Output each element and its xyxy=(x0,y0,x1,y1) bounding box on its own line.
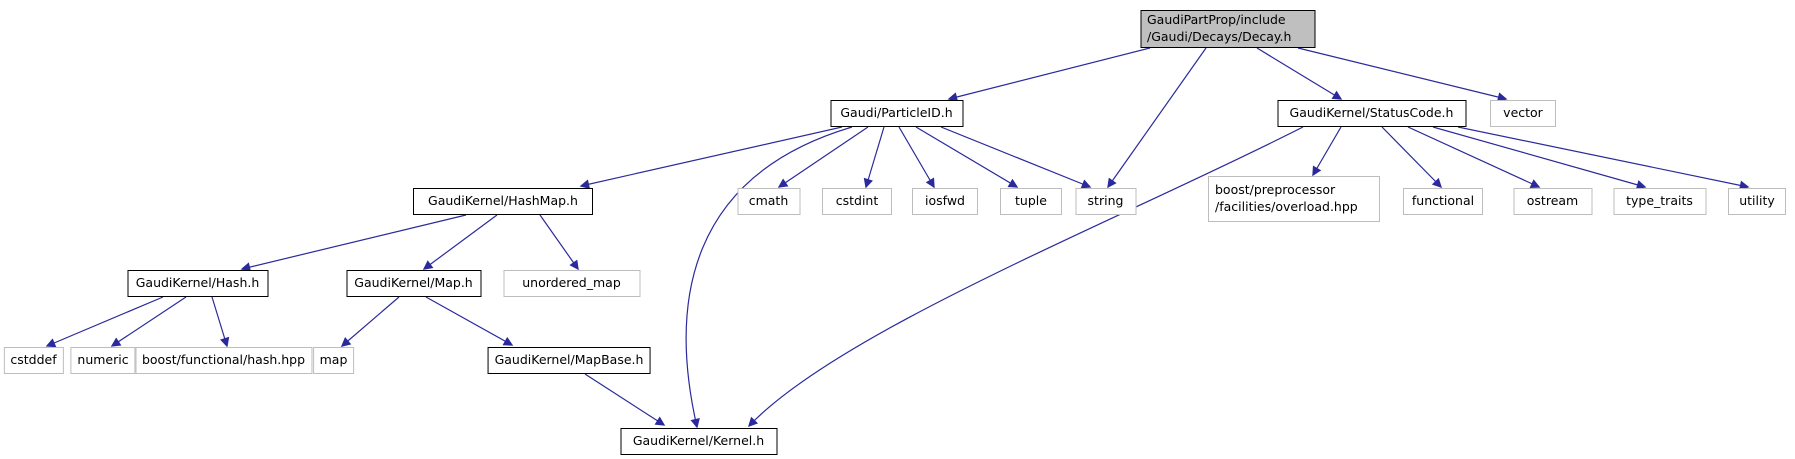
node-label: unordered_map xyxy=(522,275,621,291)
node-statuscode[interactable]: GaudiKernel/StatusCode.h xyxy=(1277,100,1466,127)
edge-particleid-hashmap xyxy=(579,126,843,189)
node-label: /Gaudi/Decays/Decay.h xyxy=(1147,29,1292,44)
node-iosfwd: iosfwd xyxy=(912,188,978,215)
node-label: numeric xyxy=(77,352,129,368)
node-label: Gaudi/ParticleID.h xyxy=(840,105,953,121)
node-label: type_traits xyxy=(1626,193,1693,209)
node-label: cstddef xyxy=(10,352,57,368)
node-label: iosfwd xyxy=(925,193,965,209)
node-label: map xyxy=(319,352,348,368)
edge-particleid-cstdint xyxy=(863,126,885,189)
node-label: utility xyxy=(1739,193,1775,209)
node-decay: GaudiPartProp/include/Gaudi/Decays/Decay… xyxy=(1140,10,1315,48)
edge-statuscode-type_traits xyxy=(1432,126,1647,190)
edge-hashmap-hash xyxy=(240,214,467,272)
edge-hashmap-maph xyxy=(422,214,498,270)
edge-particleid-cmath xyxy=(777,126,869,188)
edge-hashmap-unordered xyxy=(539,214,579,271)
edge-maph-map xyxy=(340,296,400,347)
node-label: boost/preprocessor xyxy=(1215,182,1336,198)
edge-statuscode-ostream xyxy=(1407,126,1541,188)
node-label: boost/functional/hash.hpp xyxy=(141,352,306,368)
edge-hash-boosthash xyxy=(211,296,230,348)
node-maph[interactable]: GaudiKernel/Map.h xyxy=(346,270,481,297)
node-label: GaudiPartProp/include xyxy=(1147,12,1286,28)
node-label: GaudiKernel/Map.h xyxy=(354,275,473,291)
node-label: ostream xyxy=(1526,193,1579,209)
node-label: GaudiKernel/StatusCode.h xyxy=(1289,105,1454,121)
node-utility: utility xyxy=(1728,188,1786,215)
node-label: GaudiKernel/Kernel.h xyxy=(632,433,765,449)
node-unordered: unordered_map xyxy=(503,270,640,297)
edge-hash-numeric xyxy=(110,296,187,347)
node-label: /facilities/overload.hpp xyxy=(1215,199,1358,214)
edge-particleid-string xyxy=(940,126,1092,189)
edge-decay-statuscode xyxy=(1256,47,1343,100)
edge-statuscode-kernel xyxy=(748,126,1304,428)
node-vector: vector xyxy=(1490,100,1556,127)
node-cstdint: cstdint xyxy=(822,188,892,215)
node-label: GaudiKernel/HashMap.h xyxy=(428,193,578,209)
node-ostream: ostream xyxy=(1513,188,1592,215)
node-kernel[interactable]: GaudiKernel/Kernel.h xyxy=(620,428,777,455)
node-cstddef: cstddef xyxy=(3,347,64,374)
edge-mapbase-kernel xyxy=(584,373,666,426)
edge-maph-mapbase xyxy=(425,296,514,346)
node-string: string xyxy=(1075,188,1136,215)
edge-decay-particleid xyxy=(947,47,1151,102)
node-label: string xyxy=(1087,193,1124,209)
node-label: GaudiKernel/MapBase.h xyxy=(494,352,644,368)
node-label: GaudiKernel/Hash.h xyxy=(135,275,260,291)
node-label: functional xyxy=(1411,193,1475,209)
node-label: tuple xyxy=(1015,193,1047,209)
node-particleid[interactable]: Gaudi/ParticleID.h xyxy=(830,100,963,127)
edge-statuscode-boostpp xyxy=(1312,126,1342,177)
edge-decay-string xyxy=(1107,47,1207,189)
node-type_traits: type_traits xyxy=(1613,188,1706,215)
node-mapbase[interactable]: GaudiKernel/MapBase.h xyxy=(487,347,651,374)
node-map: map xyxy=(312,347,355,374)
edge-hash-cstddef xyxy=(45,296,164,348)
node-label: cstdint xyxy=(835,193,879,209)
edge-particleid-tuple xyxy=(915,126,1019,188)
node-cmath: cmath xyxy=(737,188,800,215)
node-label: cmath xyxy=(748,193,789,209)
node-hash[interactable]: GaudiKernel/Hash.h xyxy=(127,270,268,297)
node-tuple: tuple xyxy=(1000,188,1062,215)
node-numeric: numeric xyxy=(70,347,136,374)
node-functional: functional xyxy=(1403,188,1483,215)
node-boostpp: boost/preprocessor/facilities/overload.h… xyxy=(1208,176,1380,222)
edge-particleid-kernel xyxy=(685,126,853,429)
node-boosthash: boost/functional/hash.hpp xyxy=(134,347,313,374)
edge-particleid-iosfwd xyxy=(898,126,935,189)
edge-statuscode-utility xyxy=(1457,126,1750,191)
edge-statuscode-functional xyxy=(1381,126,1443,189)
edge-decay-vector xyxy=(1297,47,1508,102)
node-hashmap[interactable]: GaudiKernel/HashMap.h xyxy=(413,188,593,215)
node-label: vector xyxy=(1503,105,1543,121)
